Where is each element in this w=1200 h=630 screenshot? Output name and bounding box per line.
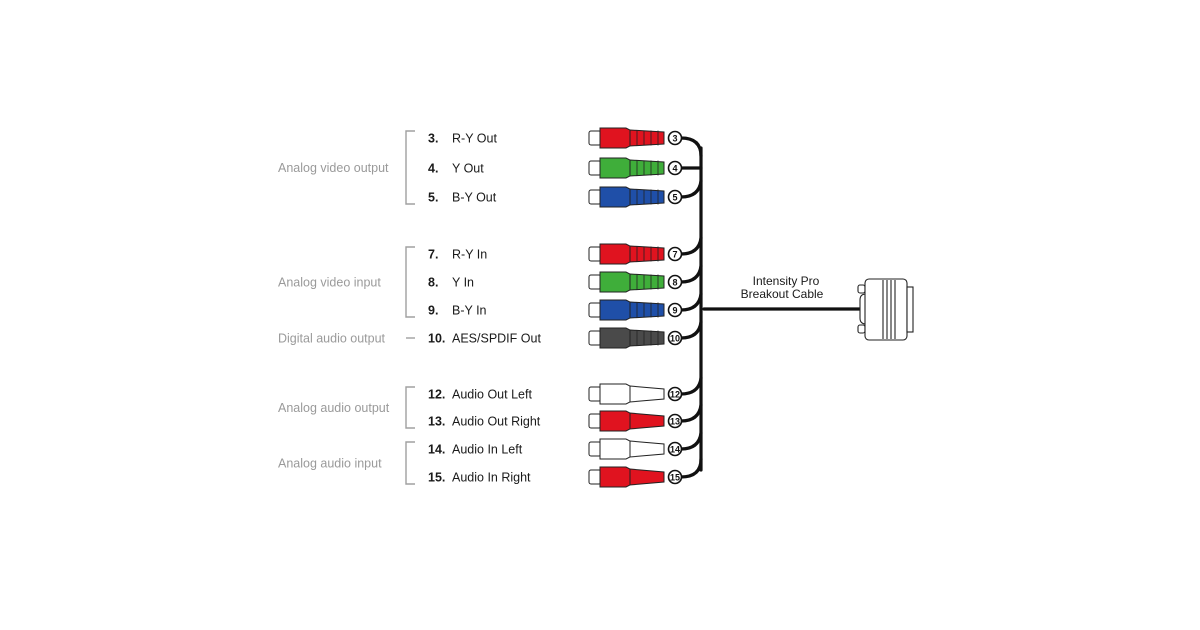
port-number-label: 12. [428,388,445,402]
port-name-label: Audio In Left [452,443,523,457]
rca-plug-13: 13 [588,410,683,432]
port-wire [679,236,703,256]
port-name-label: Audio In Right [452,471,531,485]
port-number-label: 7. [428,248,438,262]
rca-plug-7: 7 [588,243,683,265]
rca-plugs: 3 4 5 7 8 9 10 12 13 14 15 [588,127,683,488]
port-number-label: 4. [428,162,438,176]
port-number-badge: 13 [667,413,683,429]
port-number-badge: 10 [667,330,683,346]
badge-number: 14 [670,445,680,455]
port-number-label: 9. [428,304,438,318]
cable-label-line2: Breakout Cable [741,287,824,301]
port-wire [679,179,703,199]
port-name-label: B-Y Out [452,191,497,205]
port-name-label: Y In [452,276,474,290]
rca-plug-5: 5 [588,186,683,208]
port-number-label: 10. [428,332,445,346]
port-wire [679,264,703,284]
rca-plug-3: 3 [588,127,683,149]
rca-plug-8: 8 [588,271,683,293]
rca-plug-9: 9 [588,299,683,321]
port-number-badge: 9 [667,302,683,318]
port-number-badge: 15 [667,469,683,485]
badge-number: 7 [672,250,677,260]
port-number-badge: 14 [667,441,683,457]
port-number-badge: 12 [667,386,683,402]
badge-number: 4 [672,164,677,174]
rca-plug-15: 15 [588,466,683,488]
port-name-label: B-Y In [452,304,487,318]
group-markers [405,130,415,485]
cable-label: Intensity Pro Breakout Cable [741,274,824,301]
badge-number: 15 [670,473,680,483]
port-name-label: Audio Out Left [452,388,532,402]
rca-plug-10: 10 [588,327,683,349]
port-number-badge: 4 [667,160,683,176]
port-name-label: Audio Out Right [452,415,541,429]
port-wire [679,136,703,158]
badge-number: 3 [672,134,677,144]
port-number-badge: 7 [667,246,683,262]
port-number-label: 13. [428,415,445,429]
port-wire [679,292,703,312]
port-wire [679,457,703,479]
badge-number: 8 [672,278,677,288]
group-label-analog-audio-input: Analog audio input [278,457,382,471]
group-bracket [405,246,415,318]
port-number-label: 15. [428,471,445,485]
rca-plug-4: 4 [588,157,683,179]
badge-number: 13 [670,417,680,427]
port-number-label: 3. [428,132,438,146]
port-name-label: R-Y Out [452,132,497,146]
badge-number: 10 [670,334,680,344]
port-number-badge: 8 [667,274,683,290]
port-name-label: Y Out [452,162,484,176]
group-bracket [405,386,415,429]
badge-number: 12 [670,390,680,400]
rca-plug-14: 14 [588,438,683,460]
badge-number: 5 [672,193,677,203]
port-number-badge: 5 [667,189,683,205]
port-number-label: 5. [428,191,438,205]
rca-plug-12: 12 [588,383,683,405]
group-bracket [405,130,415,205]
group-bracket [405,441,415,485]
hd15-connector-icon [857,278,914,341]
port-name-label: R-Y In [452,248,487,262]
group-label-analog-video-input: Analog video input [278,276,381,290]
port-wire [679,431,703,451]
group-label-analog-video-output: Analog video output [278,161,389,175]
group-label-analog-audio-output: Analog audio output [278,401,390,415]
port-wire [679,403,703,423]
cable-label-line1: Intensity Pro [753,274,820,288]
port-number-badge: 3 [667,130,683,146]
port-number-label: 14. [428,443,445,457]
port-labels: 3. R-Y Out 4. Y Out 5. B-Y Out 7. R-Y In 8. Y In 9… [428,132,541,485]
badge-number: 9 [672,306,677,316]
port-name-label: AES/SPDIF Out [452,332,541,346]
port-wire [679,320,703,340]
port-wire [679,376,703,396]
group-label-digital-audio-output: Digital audio output [278,332,386,346]
cable-wires [679,136,703,479]
port-number-label: 8. [428,276,438,290]
